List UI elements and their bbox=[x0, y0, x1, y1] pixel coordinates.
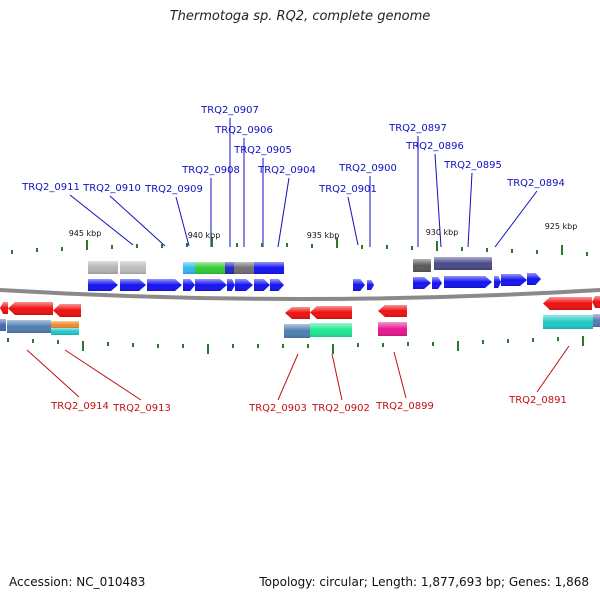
forward-gene-5-shade bbox=[227, 279, 235, 291]
gene-label-top-11: TRQ2_0895 bbox=[443, 160, 502, 171]
forward-gene-15-shade bbox=[501, 274, 527, 286]
reverse-gene-3-shade bbox=[285, 307, 310, 319]
label-leader-lines bbox=[26, 118, 570, 401]
color-block-4-shade bbox=[225, 262, 234, 274]
forward-gene-3-shade bbox=[183, 279, 195, 291]
forward-gene-1-shade bbox=[120, 279, 146, 291]
forward-gene-12-shade bbox=[432, 277, 442, 289]
gene-label-bottom-5: TRQ2_0891 bbox=[508, 395, 567, 406]
leader-top-13-0 bbox=[494, 190, 538, 248]
gene-label-top-6: TRQ2_0910 bbox=[82, 183, 141, 194]
gene-label-top-7: TRQ2_0909 bbox=[144, 184, 203, 195]
forward-gene-9-shade bbox=[353, 279, 365, 291]
gene-label-top-9: TRQ2_0896 bbox=[405, 141, 464, 152]
gene-label-bottom-3: TRQ2_0902 bbox=[311, 403, 370, 414]
reverse-gene-5-shade bbox=[378, 305, 407, 317]
forward-gene-2-shade bbox=[147, 279, 182, 291]
color-block-15-shade bbox=[378, 322, 407, 336]
leader-top-12-0 bbox=[347, 196, 359, 246]
gene-label-top-5: TRQ2_0911 bbox=[21, 182, 80, 193]
forward-gene-7-shade bbox=[254, 279, 270, 291]
reverse-gene-1-shade bbox=[8, 302, 53, 315]
gene-label-top-2: TRQ2_0905 bbox=[233, 145, 292, 156]
gene-label-bottom-2: TRQ2_0903 bbox=[248, 403, 307, 414]
forward-gene-14-shade bbox=[494, 276, 501, 288]
leader-bottom-5-0 bbox=[536, 345, 570, 393]
leader-bottom-1-0 bbox=[64, 349, 142, 401]
color-block-7-shade bbox=[413, 259, 431, 272]
leader-top-9-0 bbox=[434, 153, 442, 248]
gene-arrows bbox=[0, 273, 600, 319]
color-block-13-shade bbox=[284, 324, 310, 338]
color-block-2-shade bbox=[183, 262, 195, 274]
leader-bottom-2-0 bbox=[277, 353, 299, 401]
reverse-gene-0-shade bbox=[0, 302, 8, 314]
gene-label-top-12: TRQ2_0901 bbox=[318, 184, 377, 195]
leader-bottom-3-0 bbox=[331, 353, 343, 401]
color-block-14-shade bbox=[310, 323, 352, 337]
color-block-10-shade bbox=[7, 320, 51, 333]
gene-label-top-13: TRQ2_0894 bbox=[506, 178, 565, 189]
color-block-3-shade bbox=[195, 262, 225, 274]
feature-color-blocks bbox=[0, 257, 600, 338]
color-block-11-shade bbox=[51, 321, 79, 328]
forward-gene-6-shade bbox=[235, 279, 253, 291]
genome-summary-text: Topology: circular; Length: 1,877,693 bp… bbox=[259, 575, 589, 589]
color-block-5-shade bbox=[234, 262, 254, 274]
leader-bottom-4-0 bbox=[393, 351, 407, 399]
gene-label-bottom-1: TRQ2_0913 bbox=[112, 403, 171, 414]
gene-label-top-1: TRQ2_0906 bbox=[214, 125, 273, 136]
forward-gene-0-shade bbox=[88, 279, 118, 291]
color-block-9-shade bbox=[0, 319, 6, 331]
gene-label-top-8: TRQ2_0897 bbox=[388, 123, 447, 134]
color-block-16-shade bbox=[543, 315, 593, 329]
gene-label-top-3: TRQ2_0908 bbox=[181, 165, 240, 176]
reverse-gene-7-shade bbox=[592, 296, 600, 308]
reverse-gene-2-shade bbox=[53, 304, 81, 317]
scale-label-0: 945 kbp bbox=[69, 229, 102, 238]
color-block-8-shade bbox=[434, 257, 492, 270]
gene-label-top-10: TRQ2_0900 bbox=[338, 163, 397, 174]
gene-label-bottom-0: TRQ2_0914 bbox=[50, 401, 109, 412]
scale-tick-labels: 945 kbp 940 kbp 935 kbp 930 kbp 925 kbp bbox=[69, 222, 578, 240]
forward-gene-11-shade bbox=[413, 277, 431, 289]
genome-backbone bbox=[0, 288, 600, 301]
leader-bottom-0-0 bbox=[26, 349, 80, 398]
scale-label-4: 925 kbp bbox=[545, 222, 578, 231]
scale-label-3: 930 kbp bbox=[426, 228, 459, 237]
color-block-12-shade bbox=[51, 328, 79, 335]
accession-text: Accession: NC_010483 bbox=[9, 575, 146, 589]
forward-gene-16-shade bbox=[527, 273, 541, 285]
forward-gene-13-shade bbox=[444, 276, 492, 288]
leader-top-11-0 bbox=[467, 172, 473, 248]
gene-label-bottom-4: TRQ2_0899 bbox=[375, 401, 434, 412]
color-block-1-shade bbox=[120, 261, 146, 274]
leader-top-4-0 bbox=[277, 177, 290, 248]
reverse-gene-4-shade bbox=[310, 306, 352, 319]
forward-gene-10-shade bbox=[367, 280, 374, 290]
forward-gene-4-shade bbox=[195, 279, 227, 291]
color-block-17-shade bbox=[593, 314, 600, 327]
scale-label-2: 935 kbp bbox=[307, 231, 340, 240]
color-block-6-shade bbox=[254, 262, 284, 274]
map-title: Thermotoga sp. RQ2, complete genome bbox=[169, 9, 431, 24]
forward-gene-8-shade bbox=[270, 279, 284, 291]
color-block-0-shade bbox=[88, 261, 118, 274]
gene-label-top-0: TRQ2_0907 bbox=[200, 105, 259, 116]
reverse-gene-6-shade bbox=[543, 297, 592, 310]
leader-top-6-0 bbox=[109, 195, 166, 247]
gene-label-top-4: TRQ2_0904 bbox=[257, 165, 316, 176]
leader-top-5-0 bbox=[69, 194, 134, 246]
scale-label-1: 940 kbp bbox=[188, 231, 221, 240]
scale-ticks bbox=[7, 237, 588, 354]
leader-top-7-0 bbox=[175, 196, 190, 247]
